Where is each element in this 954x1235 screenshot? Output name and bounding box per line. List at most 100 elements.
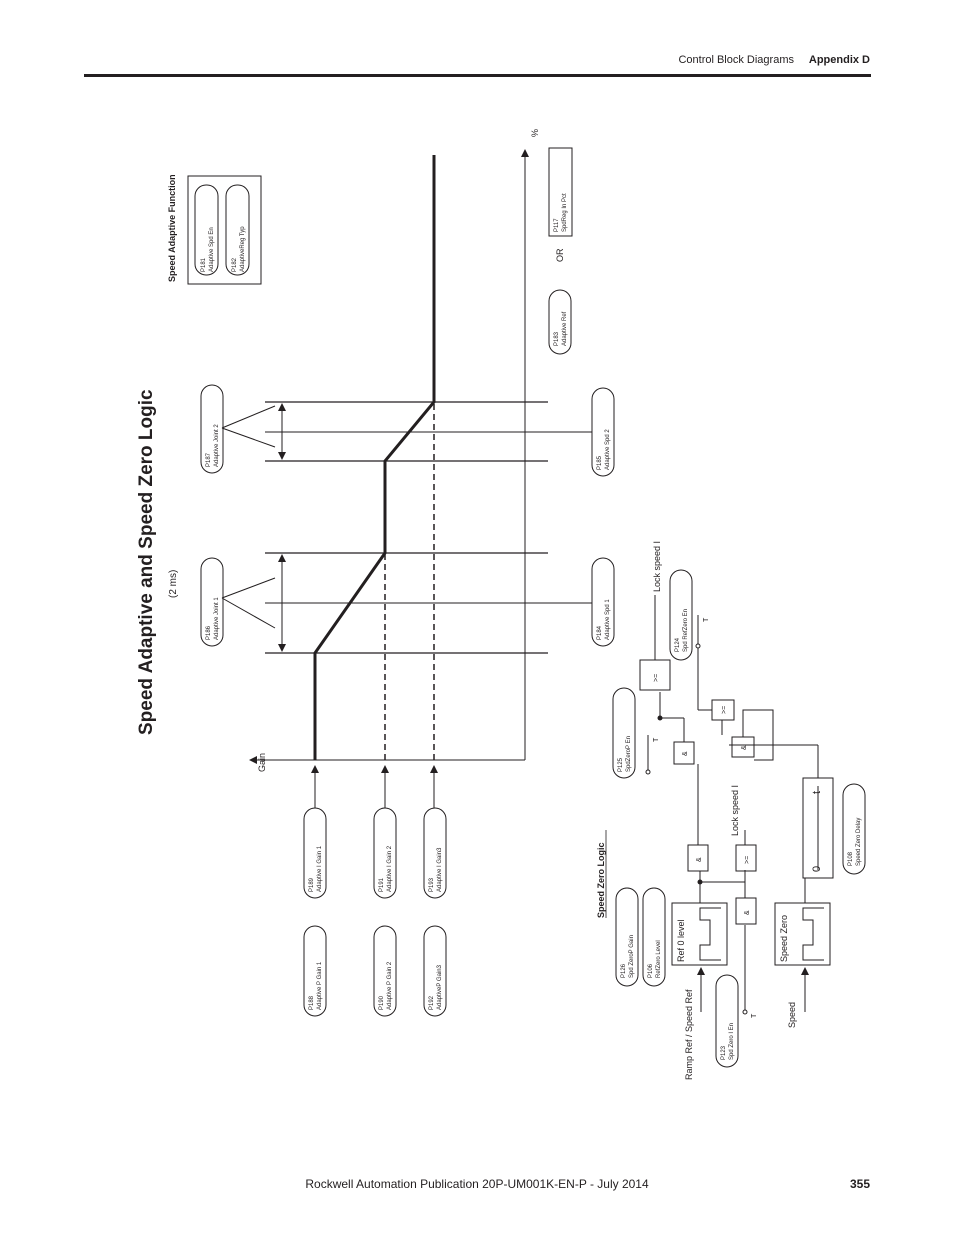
- param-p192-num: P192: [429, 995, 435, 1010]
- param-p123-num: P123: [721, 1045, 727, 1060]
- feedback-loop-line: [742, 709, 774, 761]
- and-gate-upper-symbol: &: [696, 857, 703, 862]
- p123-switch-contact: [742, 1009, 748, 1015]
- or-label: OR: [555, 248, 565, 262]
- param-p190: [373, 925, 397, 1017]
- param-p185: [591, 387, 615, 477]
- param-p184-num: P184: [597, 625, 603, 640]
- param-p125-num: P125: [618, 757, 624, 772]
- param-p192: [423, 925, 447, 1017]
- and-gate-lower: [735, 897, 757, 925]
- param-p123-name: Spd Zero I En: [729, 1023, 735, 1060]
- param-p190-name: Adaptive P Gain 2: [387, 961, 393, 1010]
- param-p108-num: P108: [848, 851, 854, 866]
- param-p124-name: Spd RefZero En: [683, 609, 689, 652]
- param-p188: [303, 925, 327, 1017]
- param-p182-name: AdaptiveReg Typ: [240, 226, 246, 272]
- param-p187-num: P187: [206, 452, 212, 467]
- param-p188-num: P188: [309, 995, 315, 1010]
- param-p185-name: Adaptive Spd 2: [605, 429, 611, 470]
- param-p123: [715, 974, 739, 1068]
- param-p193: [423, 807, 447, 899]
- param-p183: [548, 289, 572, 355]
- param-p189-name: Adaptive I Gain 1: [317, 845, 323, 892]
- param-p193-name: Adaptive I Gain3: [437, 847, 443, 892]
- and-gate-mid-right-symbol: &: [741, 745, 748, 750]
- param-p192-name: AdaptiveP Gain3: [437, 964, 443, 1010]
- param-p193-num: P193: [429, 877, 435, 892]
- and-gate-lower-symbol: &: [744, 910, 751, 915]
- param-p181: [194, 184, 219, 276]
- param-p185-num: P185: [597, 455, 603, 470]
- gte-block-upper-symbol: >=: [653, 674, 660, 682]
- param-p184: [591, 557, 615, 647]
- param-p189-num: P189: [309, 877, 315, 892]
- footer-page-number: 355: [849, 1177, 870, 1191]
- and-gate-mid-left-symbol: &: [682, 751, 689, 756]
- param-p108-name: Speed Zero Delay: [856, 818, 862, 866]
- param-p191-num: P191: [379, 877, 385, 892]
- ref0-level-symbol: [699, 907, 721, 961]
- param-p184-name: Adaptive Spd 1: [605, 599, 611, 640]
- delay-zero-label: 0: [811, 866, 823, 872]
- header-rule: [84, 74, 871, 77]
- param-p126-name: Spd ZeroP Gain: [629, 935, 635, 978]
- param-p117-name: SpdReg In Pct: [562, 193, 568, 232]
- param-p190-num: P190: [379, 995, 385, 1010]
- p125-switch-contact: [645, 769, 651, 775]
- speed-zero-block: [774, 902, 831, 966]
- param-p117: [548, 147, 573, 237]
- joint1-leader-b: [221, 597, 276, 629]
- zero-logic-heading: Speed Zero Logic: [596, 842, 606, 918]
- lock-speed-i-label-lower: Lock speed I: [730, 785, 740, 836]
- speed-zero-symbol: [802, 907, 824, 961]
- joint2-leader-b: [221, 427, 276, 448]
- header-section: Control Block Diagrams: [678, 54, 794, 66]
- param-p126-num: P126: [621, 963, 627, 978]
- ref0-level-label: Ref 0 level: [676, 919, 686, 962]
- speed-input-label: Speed: [787, 1002, 797, 1028]
- param-p189: [303, 807, 327, 899]
- p125-switch-t: T: [653, 737, 660, 742]
- param-p191: [373, 807, 397, 899]
- param-p126: [615, 887, 639, 987]
- param-p181-num: P181: [201, 257, 207, 272]
- gain-curve: [313, 155, 436, 760]
- param-p183-num: P183: [554, 331, 560, 346]
- p124-switch-contact: [695, 643, 701, 649]
- ramp-ref-label: Ramp Ref / Speed Ref: [684, 989, 694, 1080]
- gte-block-lower-symbol: >=: [744, 856, 751, 864]
- param-p186: [200, 557, 224, 647]
- param-p191-name: Adaptive I Gain 2: [387, 845, 393, 892]
- gte-block-lower: [735, 844, 757, 872]
- param-p182: [225, 184, 250, 276]
- param-p106: [642, 887, 666, 987]
- gain-axis-label: Gain: [257, 753, 267, 772]
- param-p108: [842, 783, 866, 875]
- p123-switch-t: T: [751, 1013, 758, 1018]
- param-p125: [612, 687, 636, 779]
- param-p124-num: P124: [675, 637, 681, 652]
- param-p124: [669, 569, 693, 661]
- param-p187-name: Adaptive Joint 2: [214, 424, 220, 467]
- p124-switch-t: T: [703, 617, 710, 622]
- joint1-leader-a: [221, 577, 276, 599]
- lock-speed-i-label-upper: Lock speed I: [652, 541, 662, 592]
- footer-publication: Rockwell Automation Publication 20P-UM00…: [305, 1177, 649, 1191]
- header-appendix: Appendix D: [808, 54, 870, 66]
- param-p181-name: Adaptive Spd En: [209, 227, 215, 272]
- param-p182-num: P182: [232, 257, 238, 272]
- percent-axis-label: %: [530, 129, 540, 137]
- param-p117-num: P117: [554, 218, 560, 232]
- param-p106-name: RefZero Level: [656, 940, 662, 978]
- param-p183-name: Adaptive Ref: [562, 311, 568, 346]
- adaptive-function-box: [187, 175, 262, 285]
- param-p125-name: SpdZeroP En: [626, 736, 632, 772]
- adaptive-function-heading: Speed Adaptive Function: [167, 174, 177, 282]
- param-p186-num: P186: [206, 625, 212, 640]
- diagram-title: Speed Adaptive and Speed Zero Logic: [136, 389, 157, 735]
- param-p106-num: P106: [648, 963, 654, 978]
- speed-zero-label: Speed Zero: [779, 915, 789, 962]
- param-p186-name: Adaptive Joint 1: [214, 597, 220, 640]
